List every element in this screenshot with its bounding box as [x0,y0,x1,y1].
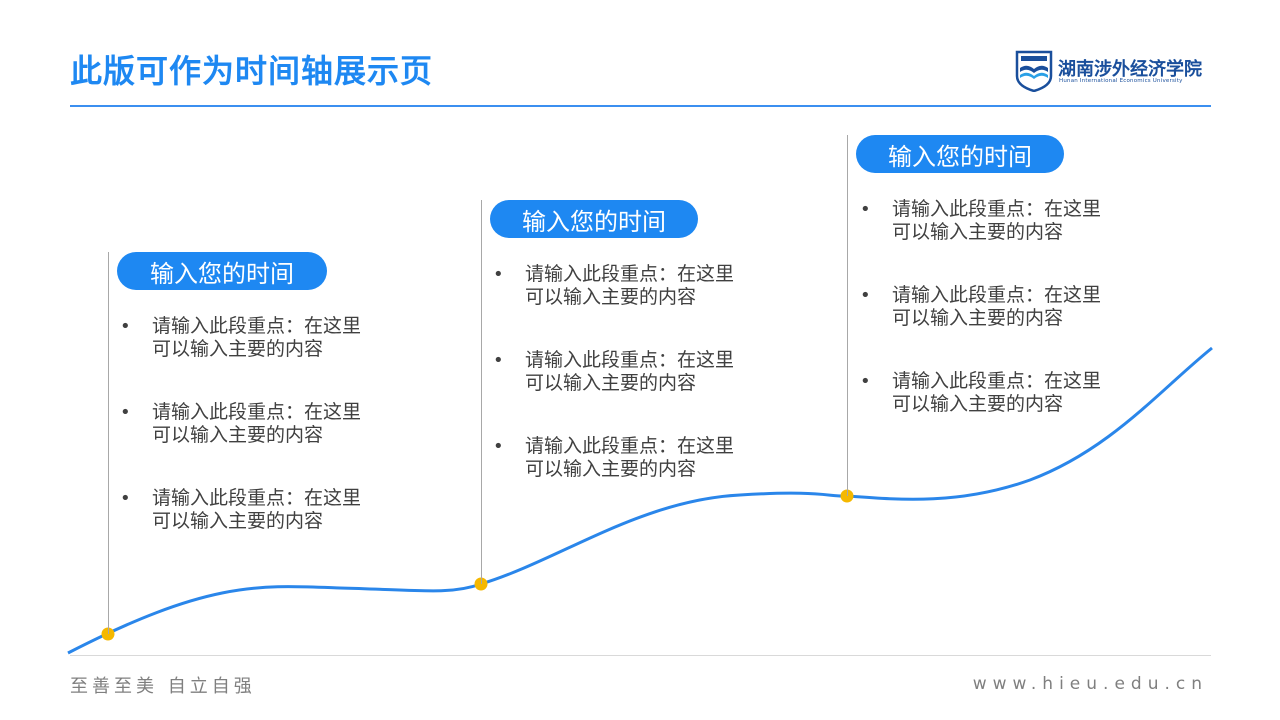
bullet-marker: • [120,402,131,423]
logo-name-en: Hunan International Economics University [1059,78,1183,84]
milestone-time-label[interactable]: 输入您的时间 [490,200,698,238]
bullet-marker: • [493,350,504,371]
bullet-marker: • [120,316,131,337]
timeline-marker-1 [101,627,115,641]
milestone-time-label[interactable]: 输入您的时间 [117,252,327,290]
header-divider [70,105,1211,107]
footer-divider [70,655,1211,656]
timeline-connector-3 [847,135,848,496]
university-logo: 湖南涉外经济学院 Hunan International Economics U… [1015,50,1211,92]
bullet-marker: • [860,371,871,392]
bullet-text: 请输入此段重点：在这里 可以输入主要的内容 [152,401,362,446]
bullet-text: 请输入此段重点：在这里 可以输入主要的内容 [892,370,1102,415]
bullet-marker: • [493,264,504,285]
bullet-text: 请输入此段重点：在这里 可以输入主要的内容 [525,349,735,394]
timeline-connector-2 [481,200,482,584]
timeline-marker-3 [840,489,854,503]
milestone-time-label[interactable]: 输入您的时间 [856,135,1064,173]
growth-curve-line [67,346,1213,655]
bullet-text: 请输入此段重点：在这里 可以输入主要的内容 [892,284,1102,329]
university-crest-icon [1015,50,1053,92]
bullet-text: 请输入此段重点：在这里 可以输入主要的内容 [525,435,735,480]
bullet-marker: • [860,285,871,306]
bullet-text: 请输入此段重点：在这里 可以输入主要的内容 [892,198,1102,243]
footer-motto: 至善至美 自立自强 [70,676,256,697]
bullet-text: 请输入此段重点：在这里 可以输入主要的内容 [152,315,362,360]
timeline-connector-1 [108,252,109,634]
page-title: 此版可作为时间轴展示页 [70,52,434,90]
timeline-marker-2 [474,577,488,591]
bullet-text: 请输入此段重点：在这里 可以输入主要的内容 [525,263,735,308]
bullet-marker: • [493,436,504,457]
footer-website-link[interactable]: www.hieu.edu.cn [972,674,1208,694]
bullet-text: 请输入此段重点：在这里 可以输入主要的内容 [152,487,362,532]
bullet-marker: • [860,199,871,220]
bullet-marker: • [120,488,131,509]
logo-name-cn: 湖南涉外经济学院 [1058,59,1202,80]
